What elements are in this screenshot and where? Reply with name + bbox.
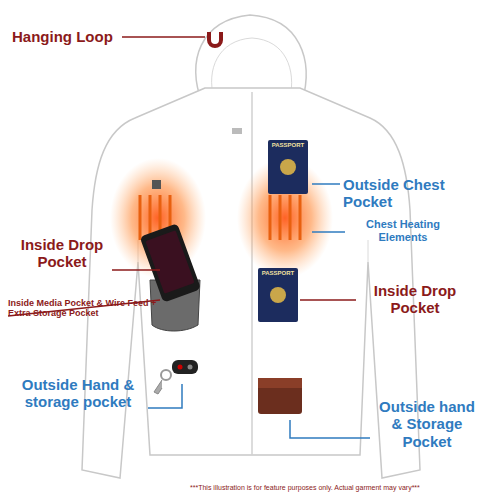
passport-text: PASSPORT [268, 142, 308, 149]
part-label: Hanging Loop [12, 28, 124, 45]
part-label: Inside Drop Pocket [14, 236, 110, 271]
part-label: Outside Hand & storage pocket [10, 376, 146, 411]
part-label: Inside Media Pocket & Wire Feed + Extra … [8, 298, 168, 319]
part-label: Inside Drop Pocket [360, 282, 470, 317]
part-label: Outside Chest Pocket [343, 176, 487, 211]
passport-text: PASSPORT [258, 270, 298, 277]
footnote: ***This illustration is for feature purp… [190, 484, 486, 492]
part-label: Chest Heating Elements [348, 218, 458, 243]
part-label: Outside hand & Storage Pocket [372, 398, 482, 450]
